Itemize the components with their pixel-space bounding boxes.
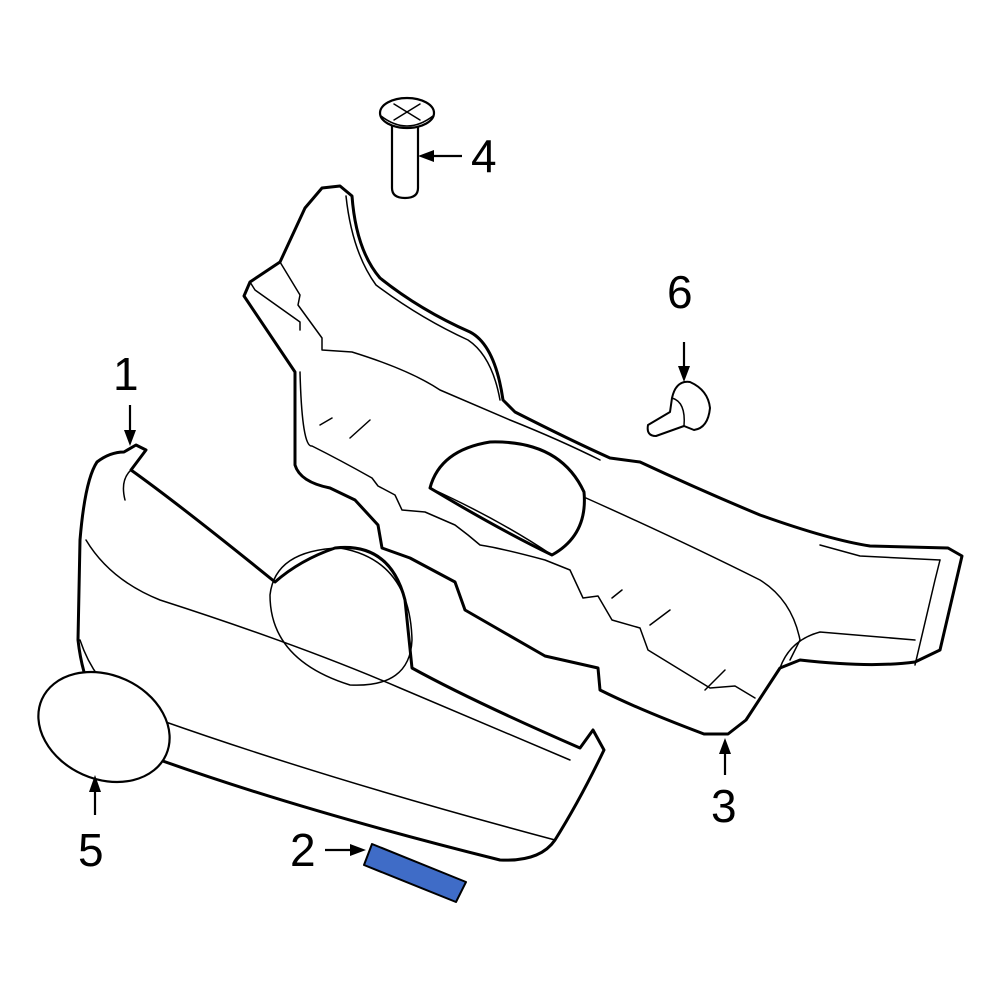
callout-arrow-3 bbox=[719, 738, 731, 775]
part-6-push-clip[interactable] bbox=[646, 380, 711, 437]
callout-arrow-2 bbox=[325, 844, 366, 856]
callout-arrow-5 bbox=[89, 775, 101, 815]
part-1-grille[interactable] bbox=[76, 443, 606, 862]
part-2-molding-strip[interactable] bbox=[363, 843, 467, 903]
callout-label-6: 6 bbox=[667, 266, 693, 318]
part-3-mounting-panel[interactable] bbox=[242, 184, 964, 736]
part-4-bolt[interactable] bbox=[378, 96, 436, 200]
callout-label-2: 2 bbox=[290, 824, 316, 876]
callout-arrow-6 bbox=[678, 342, 690, 382]
callout-label-4: 4 bbox=[471, 130, 497, 182]
callout-arrow-1 bbox=[124, 405, 136, 446]
callout-label-5: 5 bbox=[78, 824, 104, 876]
callout-label-3: 3 bbox=[711, 780, 737, 832]
callout-label-1: 1 bbox=[113, 348, 139, 400]
callout-arrow-4 bbox=[418, 150, 462, 162]
part-5-emblem[interactable] bbox=[21, 652, 188, 802]
